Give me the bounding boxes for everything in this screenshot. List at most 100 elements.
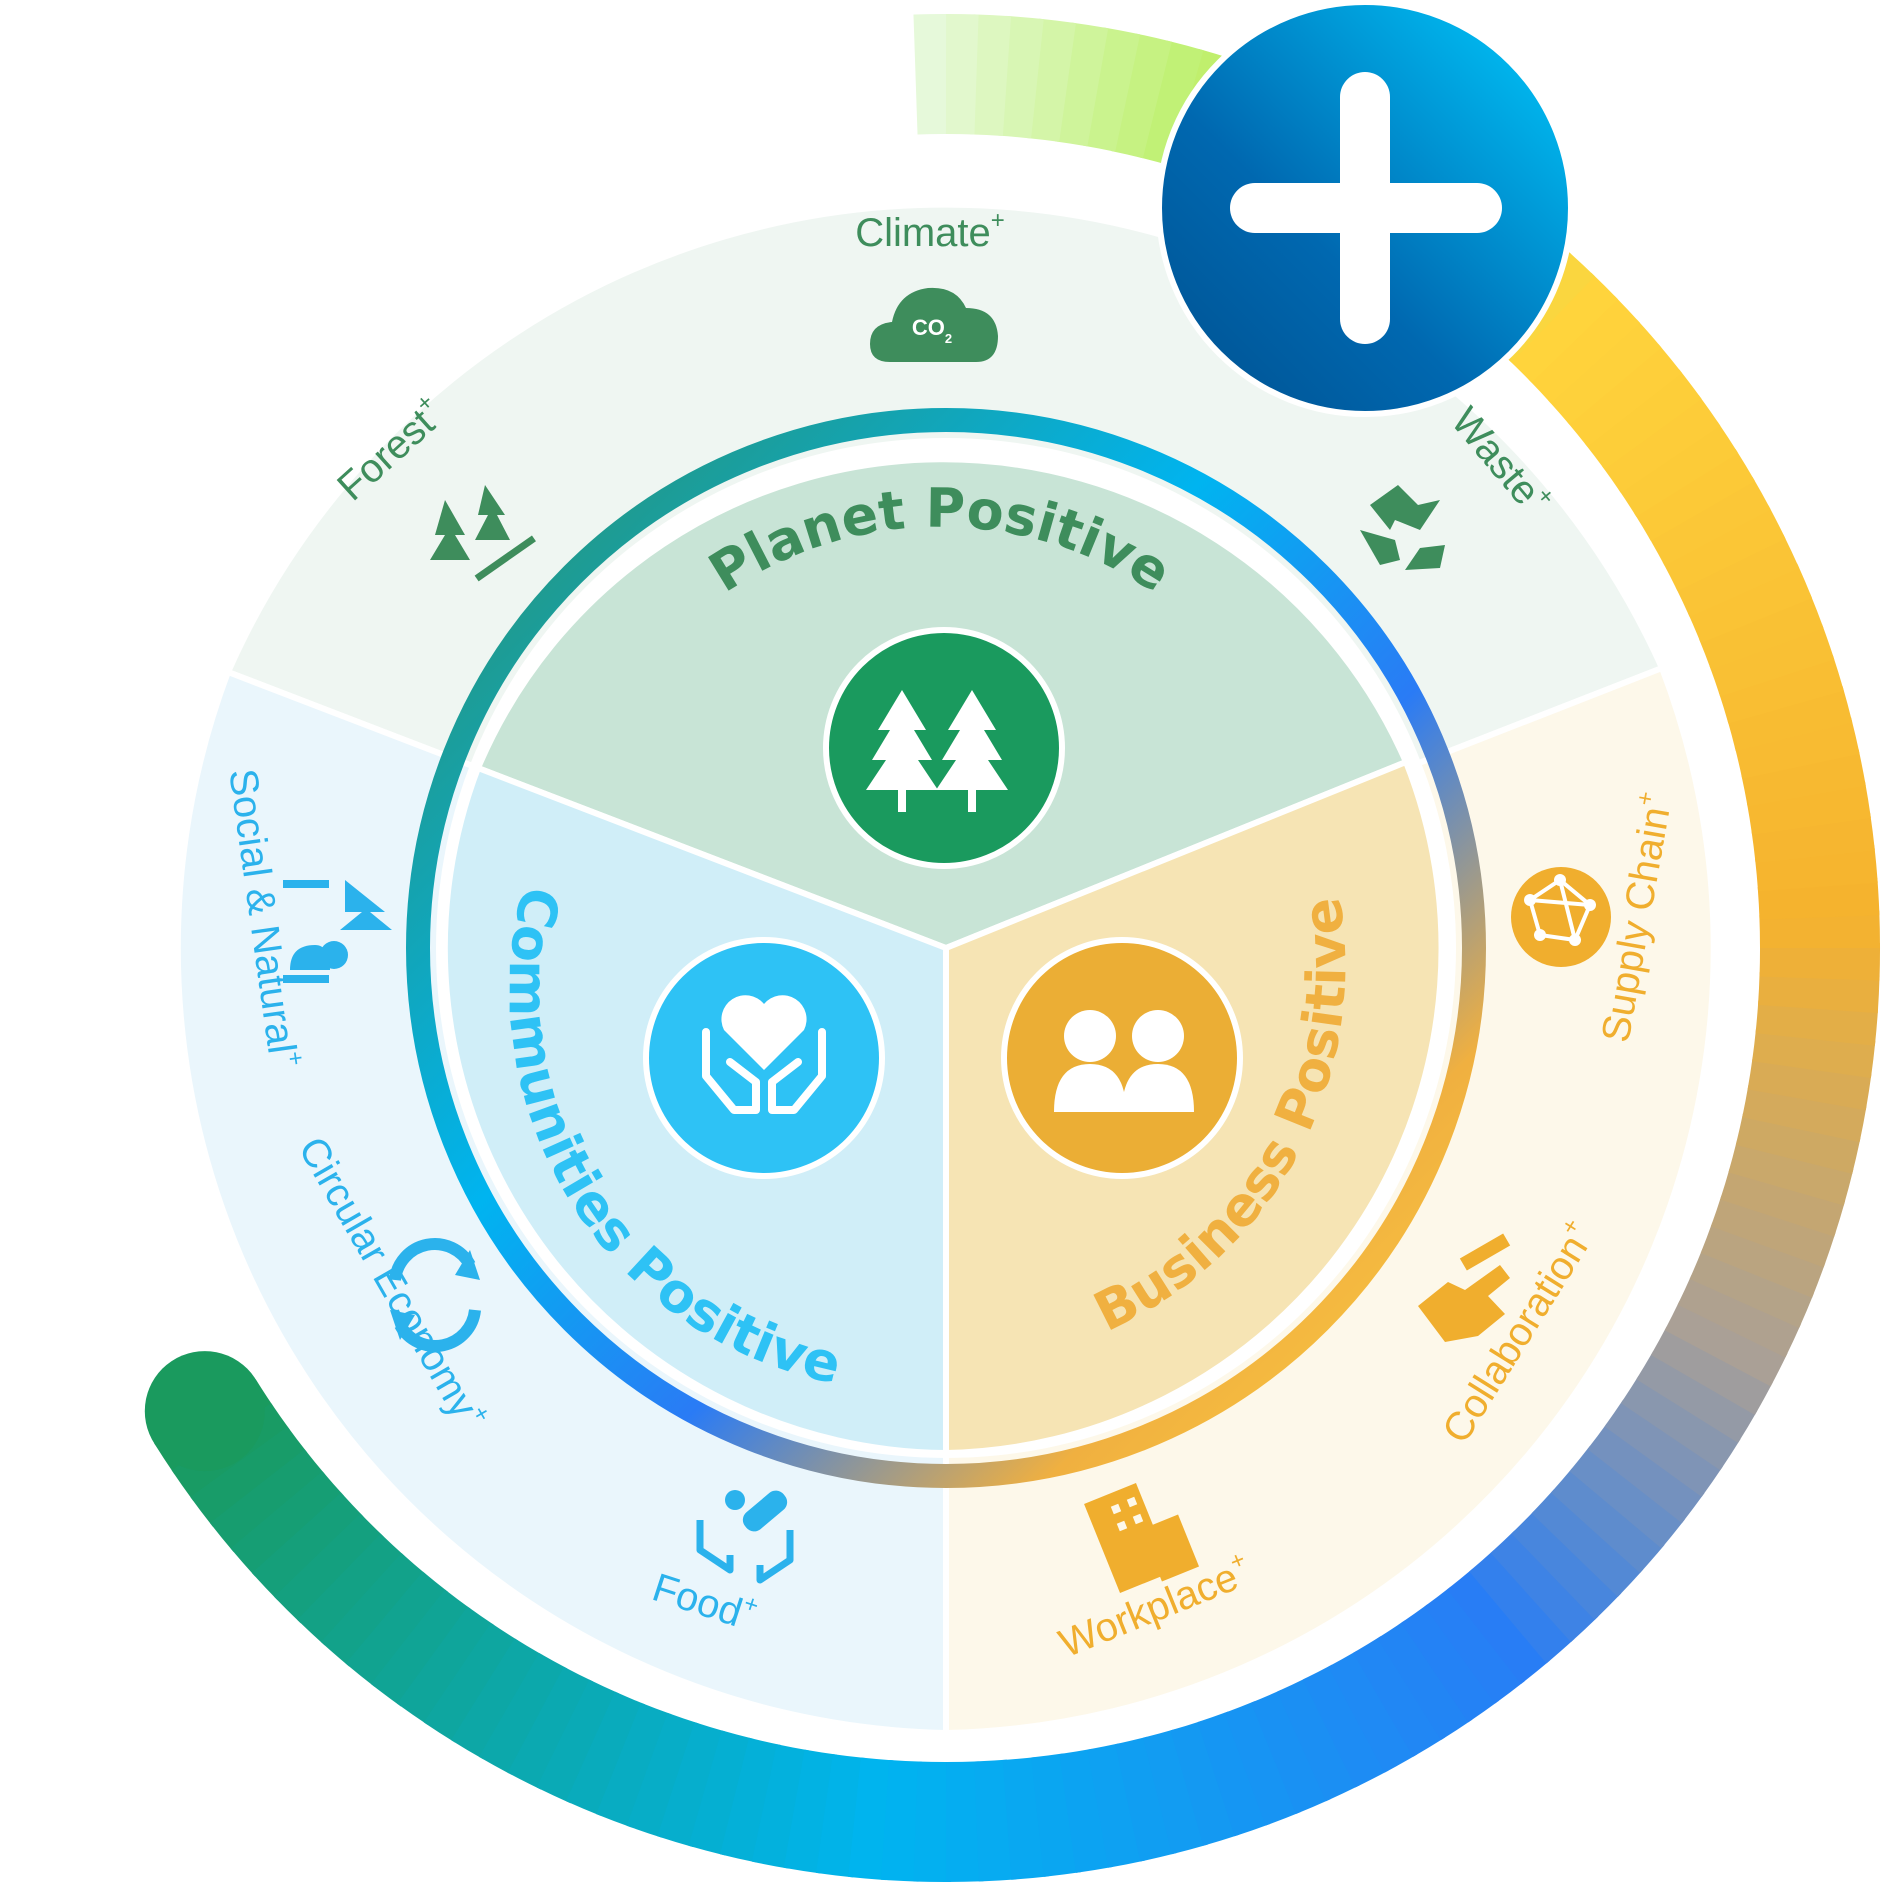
- outer-arc-segment: [1759, 943, 1881, 981]
- plus-icon: [1230, 72, 1502, 344]
- outer-arc-segment: [565, 1691, 646, 1816]
- outer-arc-segment: [1508, 272, 1618, 383]
- outer-arc-segment: [1601, 395, 1721, 494]
- outer-arc-segment: [1755, 1000, 1879, 1046]
- outer-arc-segment: [848, 1757, 894, 1881]
- outer-arc-segment: [230, 1470, 345, 1577]
- outer-arc-segment: [1699, 593, 1824, 670]
- outer-arc-segment: [1759, 910, 1881, 949]
- outer-arc-segment: [1197, 1711, 1271, 1837]
- outer-arc-segment: [1664, 1300, 1788, 1387]
- outer-arc-segment: [1400, 1603, 1499, 1723]
- outer-arc-segment: [720, 1737, 782, 1863]
- outer-arc-segment: [1700, 1222, 1826, 1298]
- outer-arc-segment: [1718, 654, 1844, 724]
- outer-arc-segment: [1566, 343, 1683, 448]
- person-tree-icon: [283, 880, 392, 983]
- cycle-arrows-icon: [389, 1238, 481, 1352]
- outer-arc-segment: [190, 1426, 308, 1527]
- outer-arc-segment: [1352, 1635, 1446, 1757]
- outer-arc-segment: [974, 1759, 1017, 1882]
- outer-item-climate: Climate+ CO2: [855, 207, 1005, 362]
- outer-arc-segment: [1618, 421, 1739, 517]
- outer-arc-segment: [1677, 1274, 1802, 1358]
- globe-network-icon: [1511, 867, 1611, 967]
- outer-arc-segment: [397, 1606, 495, 1726]
- outer-arc-segment: [1224, 1701, 1301, 1826]
- outer-arc-segment: [1468, 1549, 1575, 1664]
- outer-arc-segment: [1757, 877, 1880, 920]
- outer-arc-segment: [880, 1760, 923, 1882]
- outer-arc-segment: [751, 1744, 810, 1869]
- outer-arc-segment: [1424, 1586, 1525, 1704]
- plus-button[interactable]: [1156, 0, 1574, 417]
- outer-arc-segment: [1446, 1568, 1551, 1685]
- outer-arc-segment: [816, 1754, 866, 1878]
- outer-arc-segment: [1746, 780, 1871, 836]
- outer-arc-segment: [297, 1533, 405, 1646]
- outer-arc-segment: [626, 1712, 699, 1838]
- outer-arc-segment: [1636, 1351, 1758, 1443]
- outer-arc-segment: [536, 1679, 620, 1804]
- outer-arc-cap: [144, 1351, 265, 1472]
- outer-arc-segment: [345, 1571, 449, 1687]
- outer-arc-segment: [1648, 476, 1771, 567]
- outer-arc-segment: [1170, 1720, 1240, 1846]
- outer-arc-segment: [1735, 1112, 1861, 1174]
- outer-arc-segment: [688, 1730, 754, 1856]
- outer-arc-segment: [209, 1448, 326, 1553]
- outer-arc-segment: [1675, 534, 1800, 618]
- hands-heart-icon: [643, 937, 885, 1179]
- outer-arc-segment: [1058, 1748, 1114, 1873]
- outer-arc-segment: [479, 1652, 568, 1775]
- outer-arc-segment: [1250, 1689, 1331, 1815]
- outer-arc-segment: [1727, 685, 1853, 752]
- outer-arc-segment: [370, 1589, 472, 1707]
- outer-arc-segment: [1620, 1375, 1741, 1471]
- outer-arc-segment: [1511, 1510, 1622, 1620]
- food-hands-icon: [696, 1490, 794, 1584]
- outer-arc-segment: [1689, 1248, 1814, 1329]
- outer-arc-segment: [451, 1638, 543, 1760]
- svg-text:Climate+: Climate+: [855, 207, 1005, 255]
- outer-arc-segment: [783, 1749, 838, 1874]
- people-icon: [1001, 937, 1243, 1179]
- outer-arc-segment: [1720, 1167, 1846, 1237]
- outer-arc-segment: [1587, 1422, 1705, 1524]
- outer-arc-segment: [1114, 1736, 1177, 1862]
- outer-arc-segment: [1550, 1467, 1665, 1574]
- outer-arc-segment: [1302, 1664, 1389, 1788]
- outer-arc-segment: [274, 1513, 384, 1624]
- outer-arc-segment: [1755, 845, 1878, 892]
- outer-arc-segment: [1490, 1530, 1599, 1643]
- core-sectors: [441, 456, 1445, 1457]
- outer-arc-segment: [1752, 1028, 1876, 1078]
- outer-arc-segment: [1138, 40, 1204, 166]
- outer-arc-segment: [1584, 369, 1702, 470]
- handshake-icon: [1418, 1233, 1511, 1342]
- outer-arc-segment: [1709, 623, 1835, 697]
- outer-arc-segment: [596, 1702, 672, 1828]
- climate-label: Climate: [855, 211, 991, 255]
- outer-arc-segment: [913, 1761, 951, 1883]
- outer-arc-segment: [423, 1622, 519, 1743]
- outer-arc-segment: [1030, 1753, 1081, 1877]
- outer-arc-segment: [1142, 1729, 1209, 1855]
- buildings-icon: [1084, 1483, 1200, 1593]
- outer-arc-segment: [1276, 1677, 1360, 1802]
- outer-arc-segment: [507, 1666, 594, 1790]
- outer-arc-segment: [969, 14, 1012, 136]
- outer-arc-segment: [1377, 1620, 1473, 1741]
- outer-arc-segment: [1650, 1326, 1773, 1415]
- outer-arc-segment: [1528, 295, 1641, 404]
- outer-arc-segment: [1662, 505, 1786, 592]
- forest-icon: [430, 485, 536, 582]
- co2-cloud-icon: CO2: [870, 287, 998, 362]
- outer-arc-segment: [1710, 1195, 1836, 1268]
- outer-arc-segment: [1327, 1650, 1418, 1773]
- outer-arc-segment: [941, 13, 979, 135]
- outer-arc-segment: [913, 14, 947, 135]
- outer-arc-segment: [657, 1722, 727, 1848]
- outer-arc-segment: [1747, 1056, 1872, 1111]
